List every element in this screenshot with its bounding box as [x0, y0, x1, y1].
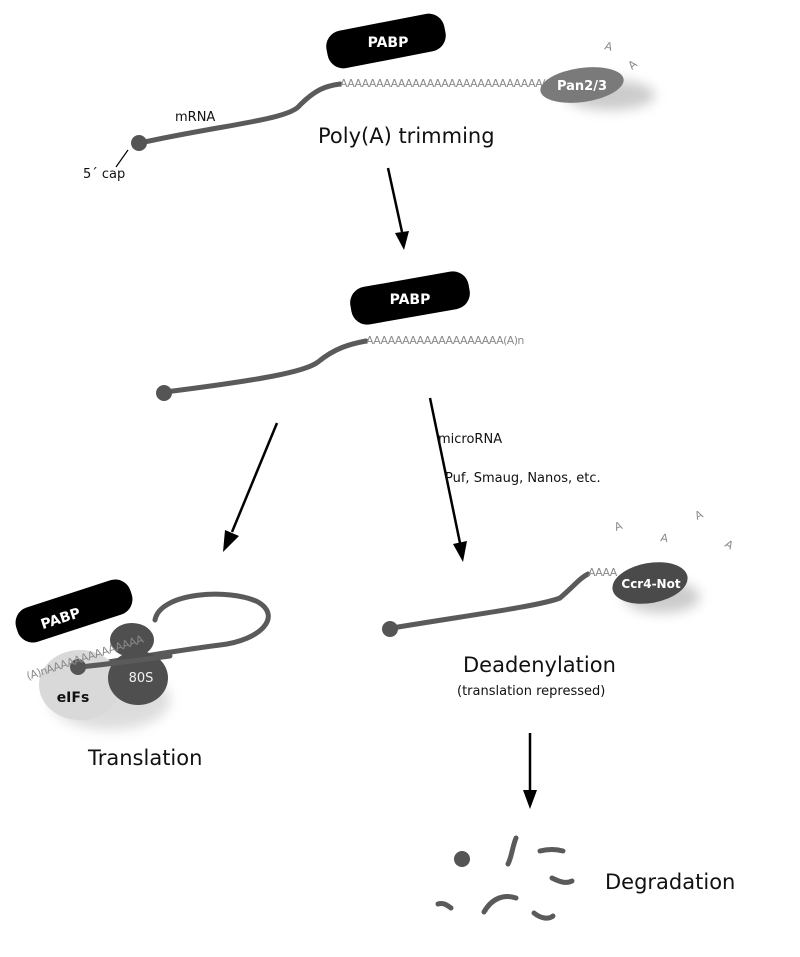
deadenylation-released-a-1: A	[613, 519, 625, 534]
stage1-cap-icon	[131, 135, 147, 151]
translation-pabp-shape	[15, 579, 133, 643]
stage2-mrna-strand	[162, 338, 369, 395]
stage1-released-a-2: A	[626, 57, 640, 72]
degradation-fragment-1	[505, 835, 519, 867]
deadenylation-polya-text: AAAA	[588, 566, 618, 579]
degradation-fragment-6	[531, 910, 556, 921]
translation-group: 80S eIFs PABP (A)nAAAAAAAAAAAAAA Transla…	[15, 579, 271, 770]
cap-pointer-line	[115, 149, 129, 168]
degradation-fragment-3	[549, 875, 575, 885]
translation-cap-icon	[70, 659, 86, 675]
stage1-pabp-shape	[326, 13, 446, 69]
deadenylation-group: AAAA Ccr4-Not A A A A Deadenylation (tra…	[382, 508, 736, 699]
deadenylation-cap-icon	[382, 621, 398, 637]
arrow-trim-to-short-head	[395, 231, 409, 250]
microrna-label: microRNA	[438, 432, 502, 447]
rbp-label: Puf, Smaug, Nanos, etc.	[445, 471, 601, 486]
arrow-to-degradation-head	[523, 790, 537, 809]
stage2-pabp-label: PABP	[390, 292, 431, 308]
degradation-cap-icon	[454, 851, 470, 867]
stage2-pabp-shape	[350, 271, 470, 325]
stage2-cap-icon	[156, 385, 172, 401]
arrow-trim-to-short	[386, 167, 404, 233]
degradation-title: Degradation	[605, 870, 735, 894]
arrow-to-translation	[230, 422, 279, 533]
stage2-group: PABP AAAAAAAAAAAAAAAAAAA(A)n	[156, 271, 525, 401]
deadenylation-released-a-2: A	[659, 531, 669, 545]
pan23-enzyme-shape	[540, 67, 624, 103]
arrow-to-translation-head	[223, 530, 239, 552]
arrow-to-deadenylation-head	[453, 541, 467, 562]
cap-label: 5´ cap	[83, 167, 125, 182]
arrow-to-deadenylation	[428, 397, 462, 544]
mrna-label: mRNA	[175, 110, 215, 125]
deadenylation-mrna-strand	[389, 571, 591, 631]
eifs-label: eIFs	[57, 690, 90, 706]
ribosome-label: 80S	[129, 671, 154, 686]
degradation-fragment-4	[481, 894, 519, 915]
degradation-fragment-5	[435, 901, 454, 911]
stage1-released-a-1: A	[603, 39, 614, 54]
ribosome-small-subunit	[110, 623, 154, 657]
stage1-group: PABP AAAAAAAAAAAAAAAAAAAAAAAAAAAA(A)n Pa…	[83, 13, 655, 182]
stage1-mrna-strand	[137, 81, 343, 146]
eifs-shape	[39, 650, 121, 720]
stage1-polya-text: AAAAAAAAAAAAAAAAAAAAAAAAAAAA(A)n	[340, 77, 563, 90]
stage1-pabp-label: PABP	[368, 35, 409, 51]
deadenylation-released-a-4: A	[723, 537, 736, 552]
deadenylation-title: Deadenylation	[463, 653, 616, 677]
degradation-group: Degradation	[435, 835, 735, 921]
stage2-polya-text: AAAAAAAAAAAAAAAAAAA(A)n	[366, 334, 524, 347]
translation-title: Translation	[87, 746, 202, 770]
stage1-title: Poly(A) trimming	[318, 124, 495, 148]
deadenylation-released-a-3: A	[693, 508, 706, 523]
deadenylation-subtitle: (translation repressed)	[457, 684, 605, 699]
pan23-label: Pan2/3	[557, 79, 607, 94]
translation-mrna-through-ribosome	[77, 653, 173, 670]
ccr4not-enzyme-shape	[612, 562, 688, 604]
degradation-fragment-2	[537, 847, 566, 854]
ccr4not-label: Ccr4-Not	[621, 577, 680, 591]
